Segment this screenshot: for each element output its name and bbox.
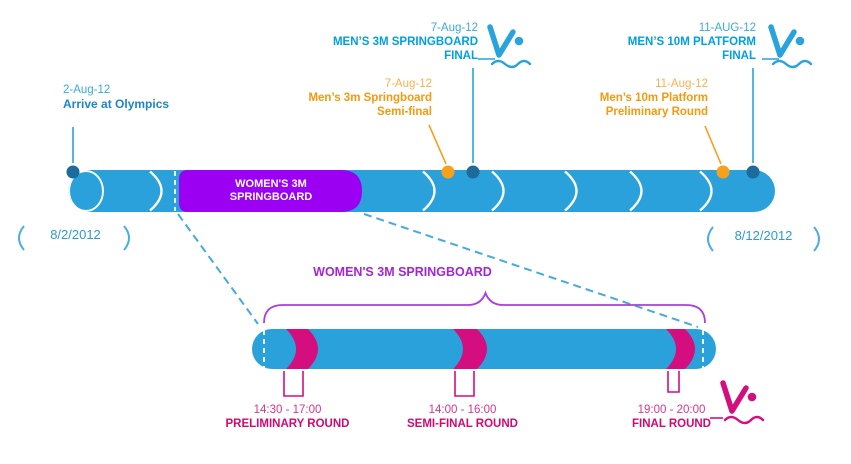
milestone-title: FINAL [444,50,478,62]
event-bracket-final [667,371,680,393]
milestone-title: MEN’S 3M SPRINGBOARD [332,36,478,48]
event-segment-final[interactable] [666,329,695,369]
event-bracket-preliminary [283,371,304,397]
milestone-title: Men’s 3m Springboard [308,92,432,104]
milestone-date: 11-AUG-12 [698,22,756,34]
day-separator [699,170,713,212]
event-name: FINAL ROUND [631,418,711,430]
event-bracket-semifinal [454,371,475,397]
milestone-date: 11-Aug-12 [655,78,708,90]
diver-icon [771,27,811,67]
milestone-title: Semi-final [377,106,432,118]
milestone-dot-mens-10m-preliminary[interactable] [716,165,730,179]
diver-icon [490,27,530,67]
event-label-preliminary[interactable]: 14:30 - 17:00 PRELIMINARY ROUND [215,403,360,431]
milestone-label-mens-3m-final[interactable]: 7-Aug-12 MEN’S 3M SPRINGBOARD FINAL [308,21,478,63]
range-paren-left-open [18,225,25,251]
day-separator [149,170,163,212]
interval-segment-label[interactable]: WOMEN'S 3M SPRINGBOARD [180,170,362,212]
milestone-title: Preliminary Round [605,106,708,118]
event-segment-preliminary[interactable] [286,329,318,369]
milestone-label-mens-10m-preliminary[interactable]: 11-Aug-12 Men’s 10m Platform Preliminary… [538,77,708,119]
range-paren-right-close [813,226,820,252]
detail-timeline-title: WOMEN'S 3M SPRINGBOARD [313,265,492,279]
milestone-date: 2-Aug-12 [63,84,111,96]
event-time: 19:00 - 20:00 [637,404,706,416]
event-segment-semifinal[interactable] [453,329,487,369]
range-paren-right-open [707,226,714,252]
range-start-date: 8/2/2012 [50,227,101,242]
event-name: SEMI-FINAL ROUND [407,418,518,430]
event-time: 14:30 - 17:00 [253,404,322,416]
milestone-title: Men’s 10m Platform [599,92,708,104]
day-separator [564,170,578,212]
milestone-dot-arrive[interactable] [66,165,80,179]
milestone-title: Arrive at Olympics [63,97,170,111]
milestone-date: 7-Aug-12 [384,78,432,90]
milestone-label-mens-10m-final[interactable]: 11-AUG-12 MEN’S 10M PLATFORM FINAL [586,21,756,63]
detail-brace [263,290,706,324]
main-timeline-bar[interactable] [68,170,775,212]
event-name: PRELIMINARY ROUND [225,418,350,430]
milestone-label-arrive[interactable]: 2-Aug-12 Arrive at Olympics [63,83,169,111]
milestone-title: FINAL [722,50,756,62]
milestone-date: 7-Aug-12 [430,22,478,34]
interval-segment-text: WOMEN'S 3M SPRINGBOARD [229,178,313,203]
connector-mens-3m-semifinal [428,124,447,165]
event-time: 14:00 - 16:00 [428,404,497,416]
range-end-date: 8/12/2012 [734,228,793,243]
connector-mens-10m-preliminary [704,125,722,165]
day-separator [629,170,643,212]
interval-segment-womens-3m-springboard[interactable] [179,170,362,212]
expand-dashed-line-left [177,213,259,325]
event-label-final[interactable]: 19:00 - 20:00 FINAL ROUND [599,403,744,431]
milestone-title: MEN’S 10M PLATFORM [627,36,756,48]
day-separator [422,170,436,212]
expand-dashed-line-right [363,213,699,328]
milestone-dot-mens-3m-final[interactable] [466,165,480,179]
milestone-dot-mens-10m-final[interactable] [746,165,760,179]
range-paren-left-close [123,225,130,251]
milestone-dot-mens-3m-semifinal[interactable] [441,165,455,179]
milestone-label-mens-3m-semifinal[interactable]: 7-Aug-12 Men’s 3m Springboard Semi-final [262,77,432,119]
bar-start-cap [68,170,104,212]
day-separator [491,170,505,212]
event-label-semifinal[interactable]: 14:00 - 16:00 SEMI-FINAL ROUND [390,403,535,431]
